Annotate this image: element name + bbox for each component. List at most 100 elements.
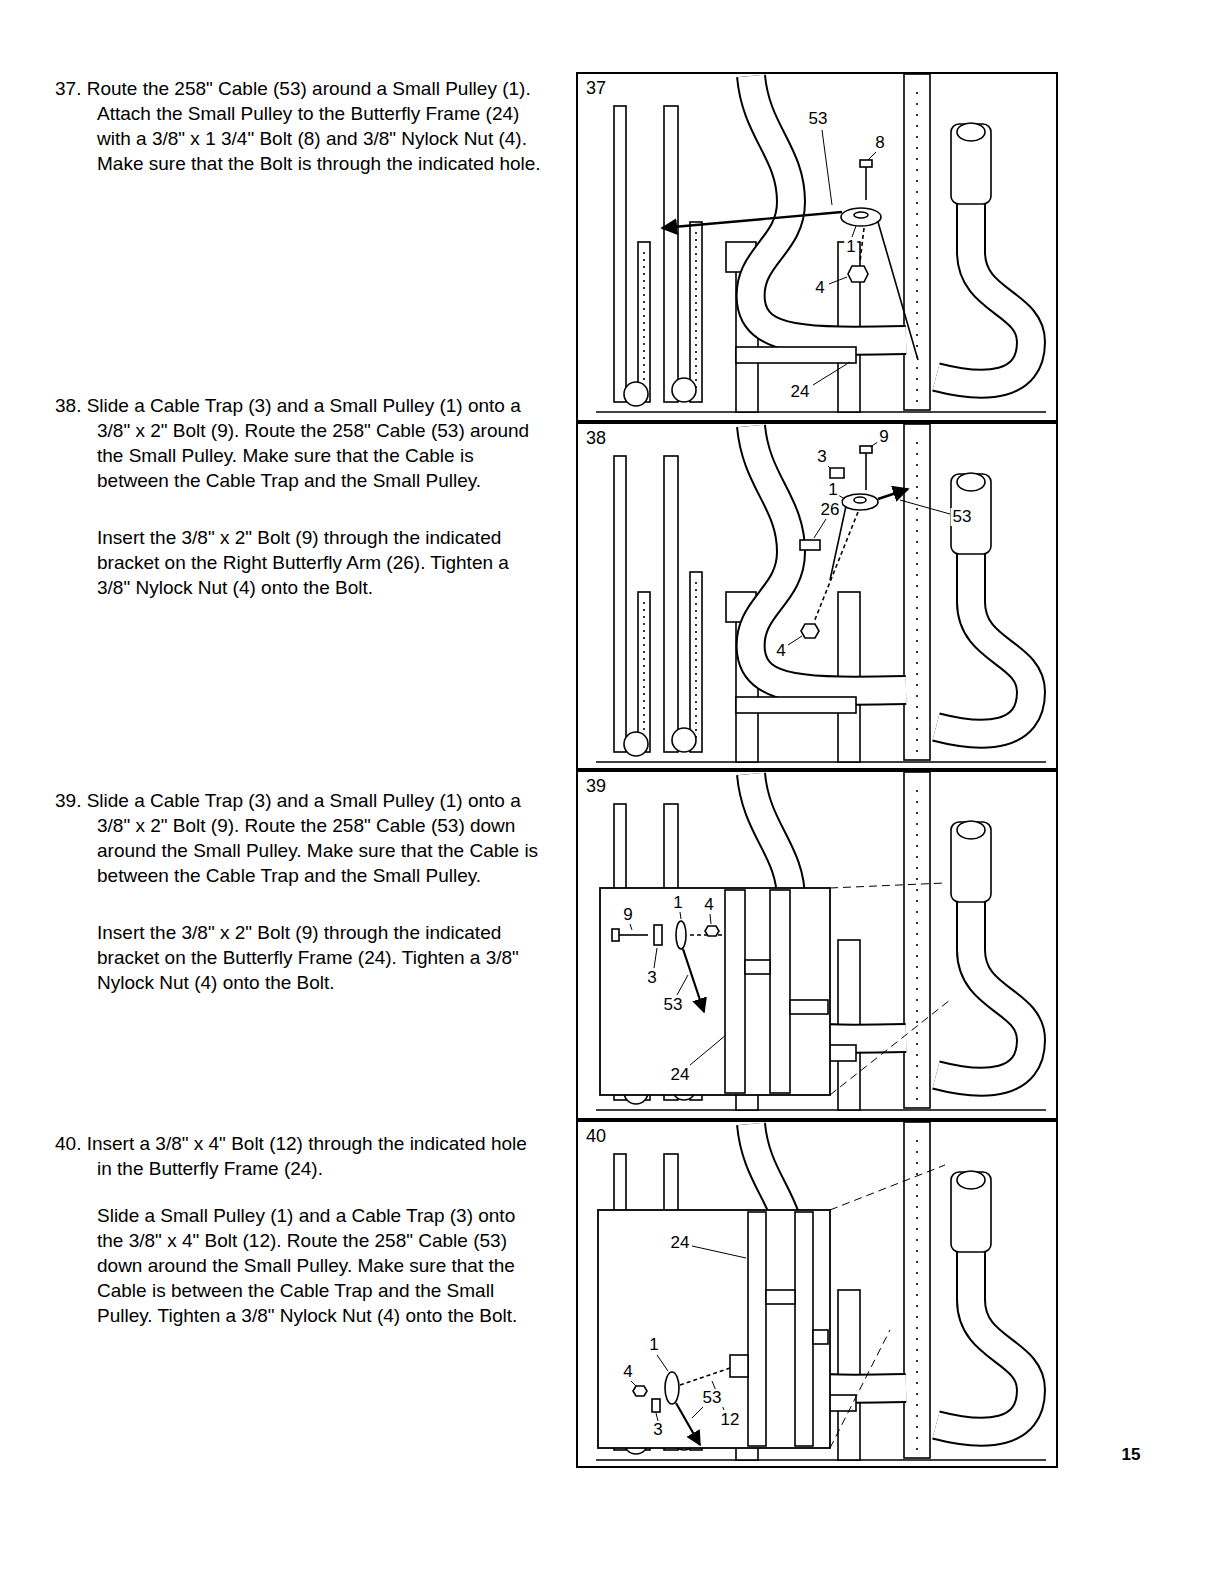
line-art <box>865 166 867 200</box>
line-art <box>830 468 844 478</box>
line-art <box>814 512 858 622</box>
step-number: 37 <box>578 74 614 102</box>
line-art <box>680 1368 730 1385</box>
line-art <box>665 1372 679 1404</box>
line-art <box>860 160 872 167</box>
line-art <box>662 130 918 385</box>
callout-number: 1 <box>844 238 857 256</box>
line-art <box>801 624 819 638</box>
instruction-text: 39. Slide a Cable Trap (3) and a Small P… <box>55 788 545 888</box>
line-art <box>830 883 945 888</box>
callout-number: 3 <box>651 1421 664 1439</box>
line-art <box>848 266 868 282</box>
line-art <box>770 890 790 1093</box>
line-art <box>854 212 868 218</box>
callout-number: 4 <box>774 642 787 660</box>
line-art <box>612 929 619 941</box>
line-art <box>598 1210 830 1448</box>
callout-number: 8 <box>873 134 886 152</box>
line-art <box>800 540 820 550</box>
callout-number: 53 <box>807 110 830 128</box>
line-art <box>900 500 950 514</box>
line-art <box>600 888 830 1095</box>
line-art <box>730 1355 748 1377</box>
line-art <box>868 152 876 160</box>
step-number: 39 <box>578 772 614 800</box>
line-art <box>842 494 878 510</box>
line-art <box>814 519 826 538</box>
line-art <box>596 772 1046 1110</box>
line-art <box>677 975 688 995</box>
line-art <box>788 442 950 645</box>
line-art <box>618 934 648 936</box>
line-art <box>596 74 1046 412</box>
callout-number: 53 <box>662 996 685 1014</box>
line-art <box>680 912 681 919</box>
callout-number: 1 <box>826 481 839 499</box>
line-art <box>676 1403 700 1445</box>
callout-number: 4 <box>813 279 826 297</box>
line-art <box>710 914 711 924</box>
instruction-text: Insert the 3/8" x 2" Bolt (9) through th… <box>97 525 545 600</box>
line-art <box>596 424 1046 762</box>
line-art <box>813 1330 828 1344</box>
line-art <box>878 222 918 360</box>
line-art <box>676 921 686 949</box>
line-art <box>795 1212 813 1446</box>
line-art <box>630 924 632 930</box>
step-panel: 38 <box>576 422 1058 770</box>
line-art <box>725 890 745 1093</box>
line-art <box>854 497 866 503</box>
line-art <box>683 949 704 1012</box>
line-art <box>598 1165 945 1448</box>
line-art <box>790 1000 828 1014</box>
line-art <box>878 489 908 499</box>
line-art <box>830 1330 890 1448</box>
callout-number: 12 <box>719 1411 742 1429</box>
line-art <box>745 960 770 974</box>
line-art <box>654 948 657 968</box>
line-art <box>654 925 662 945</box>
line-art <box>600 883 950 1095</box>
line-art <box>656 1413 658 1421</box>
line-art <box>813 362 850 385</box>
callout-number: 53 <box>701 1389 724 1407</box>
callout-number: 4 <box>702 896 715 914</box>
step-panel: 40 <box>576 1120 1058 1468</box>
line-art <box>852 226 856 237</box>
instruction-text: 40. Insert a 3/8" x 4" Bolt (12) through… <box>55 1131 545 1181</box>
callout-number: 53 <box>951 508 974 526</box>
instruction-text: 37. Route the 258" Cable (53) around a S… <box>55 76 545 176</box>
line-art <box>865 452 867 490</box>
callout-number: 24 <box>669 1234 692 1252</box>
line-art <box>822 130 832 205</box>
instruction-text: Slide a Small Pulley (1) and a Cable Tra… <box>97 1203 545 1328</box>
step-panel: 39 <box>576 770 1058 1120</box>
callout-number: 3 <box>645 969 658 987</box>
callout-number: 24 <box>669 1066 692 1084</box>
line-art <box>652 1399 660 1412</box>
line-art <box>830 1165 945 1210</box>
line-art <box>596 1122 1046 1460</box>
line-art <box>705 926 719 936</box>
callout-number: 3 <box>815 448 828 466</box>
callout-number: 4 <box>621 1363 634 1381</box>
line-art <box>841 208 881 226</box>
line-art <box>657 1355 668 1371</box>
callout-number: 1 <box>647 1336 660 1354</box>
line-art <box>860 228 864 262</box>
callout-number: 9 <box>621 906 634 924</box>
callout-number: 1 <box>671 894 684 912</box>
line-art <box>788 636 802 645</box>
instruction-text: 38. Slide a Cable Trap (3) and a Small P… <box>55 393 545 493</box>
line-art <box>633 1386 647 1396</box>
line-art <box>766 1290 795 1304</box>
step-number: 40 <box>578 1122 614 1150</box>
line-art <box>829 277 847 284</box>
line-art <box>692 1246 746 1258</box>
callout-number: 26 <box>819 501 842 519</box>
line-art <box>748 1212 766 1446</box>
callout-number: 9 <box>877 428 890 446</box>
callout-number: 24 <box>789 383 812 401</box>
